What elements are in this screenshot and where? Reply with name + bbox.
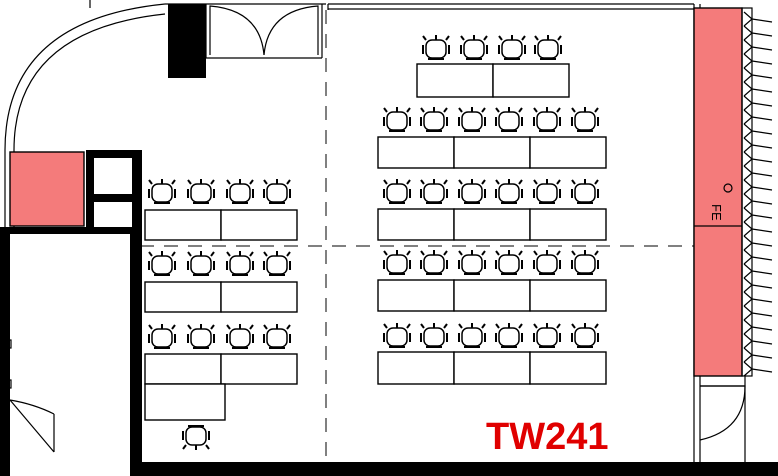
chair-icon: [420, 323, 448, 348]
chair-icon: [533, 179, 561, 204]
left-inner-wall: [130, 227, 142, 476]
column: [168, 4, 206, 78]
chair-icon: [226, 324, 254, 349]
window-blinds: [743, 11, 773, 377]
chair-icon: [263, 251, 291, 276]
chair-icon: [571, 107, 599, 132]
chair-icon: [148, 324, 176, 349]
chair-icon: [422, 35, 450, 60]
closet-right-wall: [132, 150, 142, 230]
chair-icon: [458, 250, 486, 275]
highlight-closet: [9, 151, 85, 227]
chair-icon: [498, 35, 526, 60]
chair-icon: [533, 323, 561, 348]
highlight-wall-storage: [693, 7, 743, 377]
chair-icon: [148, 251, 176, 276]
chair-icon: [458, 107, 486, 132]
desks: [144, 63, 607, 421]
chair-icon: [420, 107, 448, 132]
chair-icon: [571, 250, 599, 275]
door-swing-icon: [699, 385, 746, 441]
walls: [0, 4, 778, 476]
chair-icon: [187, 251, 215, 276]
left-outer-wall: [0, 227, 10, 476]
curved-wall-inner: [13, 13, 166, 227]
chair-icon: [460, 35, 488, 60]
chair-icon: [495, 179, 523, 204]
chair-icon: [533, 107, 561, 132]
chair-icon: [226, 251, 254, 276]
chair-icon: [263, 324, 291, 349]
chair-icon: [187, 179, 215, 204]
closet-top-wall: [86, 150, 142, 158]
chair-icon: [383, 107, 411, 132]
lobby-top-wall: [5, 227, 142, 234]
chair-icon: [383, 250, 411, 275]
door-swing-icon: [4, 339, 55, 453]
chair-icon: [458, 323, 486, 348]
instructor-desk: [144, 383, 226, 421]
closet-left-wall: [86, 150, 94, 230]
chair-icon: [534, 35, 562, 60]
chair-icon: [263, 179, 291, 204]
chair-icon: [571, 323, 599, 348]
chair-icon: [226, 179, 254, 204]
chair-icon: [383, 179, 411, 204]
chair-icon: [420, 250, 448, 275]
chair-icon: [495, 107, 523, 132]
chairs: [148, 35, 599, 450]
door-swing-icon: [209, 5, 319, 56]
curved-wall-outer: [4, 3, 166, 227]
chair-icon: [182, 425, 210, 450]
chair-icon: [571, 179, 599, 204]
chair-icon: [495, 323, 523, 348]
chair-icon: [458, 179, 486, 204]
chair-icon: [187, 324, 215, 349]
chair-icon: [383, 323, 411, 348]
chair-icon: [420, 179, 448, 204]
fe-label: FE: [709, 204, 724, 221]
bottom-wall: [130, 462, 778, 476]
chair-icon: [533, 250, 561, 275]
threshold: [270, 462, 440, 468]
chair-icon: [148, 179, 176, 204]
room-label: TW241: [486, 416, 608, 458]
fire-extinguisher-icon: [723, 183, 733, 193]
closet-mid-wall: [94, 194, 134, 202]
chair-icon: [495, 250, 523, 275]
